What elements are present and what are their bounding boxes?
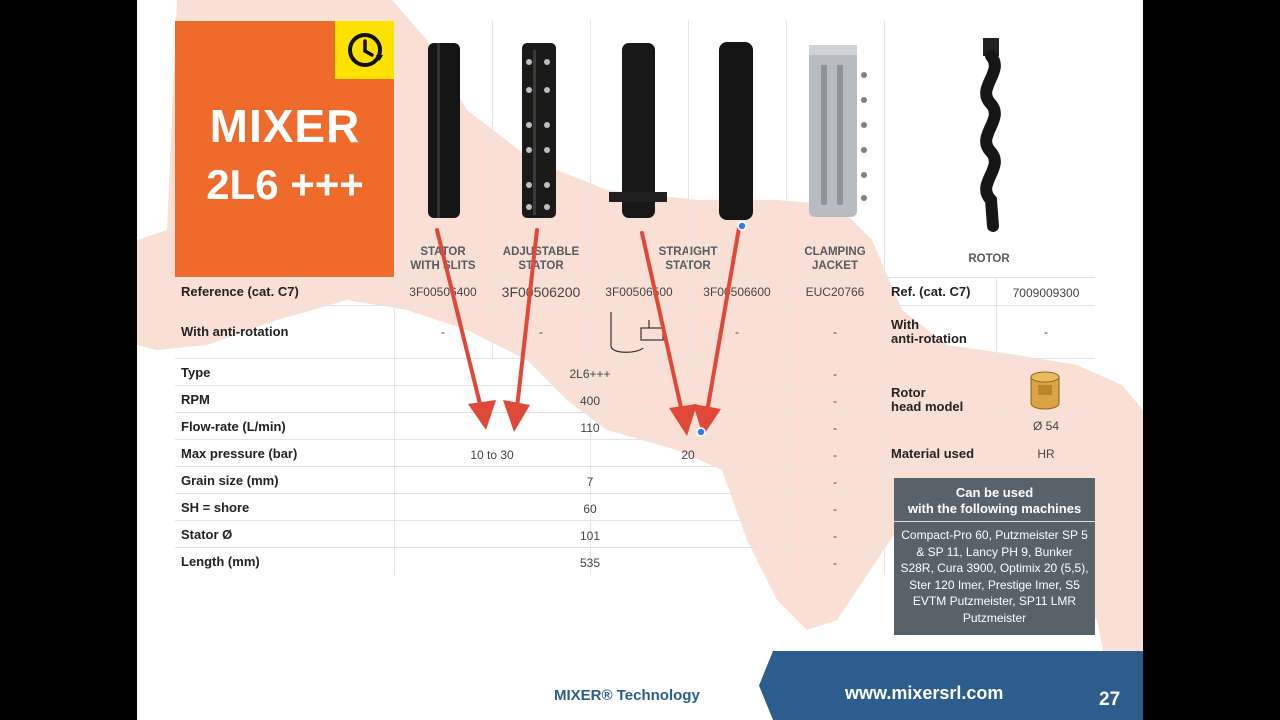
col-divider xyxy=(996,277,997,466)
length-jacket: - xyxy=(833,556,837,570)
rpm-jacket: - xyxy=(833,394,837,408)
label-max-pressure: Max pressure (bar) xyxy=(181,446,298,461)
anti-rotation-stator-with-slits: - xyxy=(441,325,445,339)
label-rpm: RPM xyxy=(181,392,210,407)
header-rotor: ROTOR xyxy=(968,253,1010,265)
grain-size-value: 7 xyxy=(586,475,594,489)
flow-rate-value: 110 xyxy=(580,421,600,435)
footer-band xyxy=(759,651,1143,720)
grain-size-jacket: - xyxy=(833,475,837,489)
catalog-page: MIXER 2L6 +++ xyxy=(137,0,1143,720)
header-adjustable-stator: ADJUSTABLE STATOR xyxy=(502,246,580,272)
rotor-image xyxy=(980,38,1001,232)
rotor-head-value: Ø 54 xyxy=(1032,419,1059,433)
shore-jacket: - xyxy=(833,502,837,516)
header-clamping-jacket: CLAMPING JACKET xyxy=(804,246,866,272)
ref-stator-with-slits: 3F00506400 xyxy=(409,285,477,299)
rotor-ref-value: 7009009300 xyxy=(1012,286,1080,300)
stator-diameter-jacket: - xyxy=(833,529,837,543)
rotor-head-label: Rotor head model xyxy=(891,385,964,414)
label-flow-rate: Flow-rate (L/min) xyxy=(181,419,286,434)
label-grain-size: Grain size (mm) xyxy=(181,473,279,488)
row-divider xyxy=(175,277,1095,278)
machines-divider xyxy=(894,521,1095,522)
ref-clamping-jacket: EUC20766 xyxy=(805,285,865,299)
pressure-value-stators: 10 to 30 xyxy=(470,448,514,462)
rotor-anti-rotation-label: With anti-rotation xyxy=(891,317,967,346)
rotor-material-value: HR xyxy=(1037,447,1055,461)
header-stator-with-slits: STATOR WITH SLITS xyxy=(410,246,476,272)
label-shore: SH = shore xyxy=(181,500,250,515)
row-divider xyxy=(175,439,885,440)
length-value: 535 xyxy=(579,556,601,570)
row-divider xyxy=(175,385,885,386)
rotor-material-label: Material used xyxy=(891,446,975,461)
product-images xyxy=(428,38,1001,232)
col-divider xyxy=(590,20,591,575)
ref-straight-stator: 3F00506600 xyxy=(703,285,771,299)
label-reference: Reference (cat. C7) xyxy=(181,284,299,299)
type-value: 2L6+++ xyxy=(569,367,611,381)
label-anti-rotation: With anti-rotation xyxy=(181,324,289,339)
anti-rotation-clamping-jacket: - xyxy=(833,325,837,339)
rotor-anti-rotation-value: - xyxy=(1044,325,1048,339)
row-divider xyxy=(175,466,1095,467)
clock-badge xyxy=(335,21,395,79)
label-length: Length (mm) xyxy=(181,554,260,569)
col-divider xyxy=(884,20,885,575)
row-divider xyxy=(175,305,1095,306)
anti-rotation-icon xyxy=(610,312,664,353)
col-divider xyxy=(688,20,689,358)
straight-stator-image xyxy=(719,42,753,220)
shore-value: 60 xyxy=(583,502,597,516)
compatible-machines-title: Can be used with the following machines xyxy=(907,485,1082,516)
col-divider xyxy=(394,20,395,575)
compatible-machines-box: Can be used with the following machines … xyxy=(894,478,1095,635)
row-divider xyxy=(175,493,885,494)
footer-url[interactable]: www.mixersrl.com xyxy=(845,683,1004,703)
row-divider xyxy=(175,412,1095,413)
anti-rotation-adjustable-stator: - xyxy=(539,325,543,339)
col-divider xyxy=(786,20,787,575)
label-type: Type xyxy=(181,365,211,380)
pressure-jacket: - xyxy=(833,448,837,462)
pressure-value-straight: 20 xyxy=(681,448,695,462)
title-box: MIXER 2L6 +++ xyxy=(175,21,395,277)
row-divider xyxy=(175,358,1095,359)
anti-rotation-straight-stator: - xyxy=(735,325,739,339)
product-title: MIXER xyxy=(209,100,361,152)
rotor-head-icon xyxy=(1030,371,1060,410)
page-number: 27 xyxy=(1099,689,1121,710)
rpm-value: 400 xyxy=(579,394,601,408)
adjustable-stator-image xyxy=(522,43,556,218)
label-stator-diameter: Stator Ø xyxy=(181,527,233,542)
clamping-jacket-image xyxy=(809,45,867,217)
ref-straight-stator-flange: 3F00506500 xyxy=(605,285,673,299)
flow-rate-jacket: - xyxy=(833,421,837,435)
stator-diameter-value: 101 xyxy=(579,529,601,543)
product-model: 2L6 +++ xyxy=(206,161,364,208)
col-divider xyxy=(492,20,493,358)
type-jacket: - xyxy=(833,367,837,381)
row-divider xyxy=(175,520,885,521)
stator-with-slits-image xyxy=(428,43,460,218)
ref-adjustable-stator: 3F00506200 xyxy=(501,284,581,300)
row-divider xyxy=(175,547,885,548)
rotor-ref-label: Ref. (cat. C7) xyxy=(891,284,971,299)
footer-brand: MIXER® Technology xyxy=(554,687,700,704)
clock-history-icon xyxy=(348,33,383,67)
compatible-machines-list: Compact-Pro 60, Putzmeister SP 5 & SP 11… xyxy=(900,528,1089,625)
straight-stator-flange-image xyxy=(609,43,667,218)
